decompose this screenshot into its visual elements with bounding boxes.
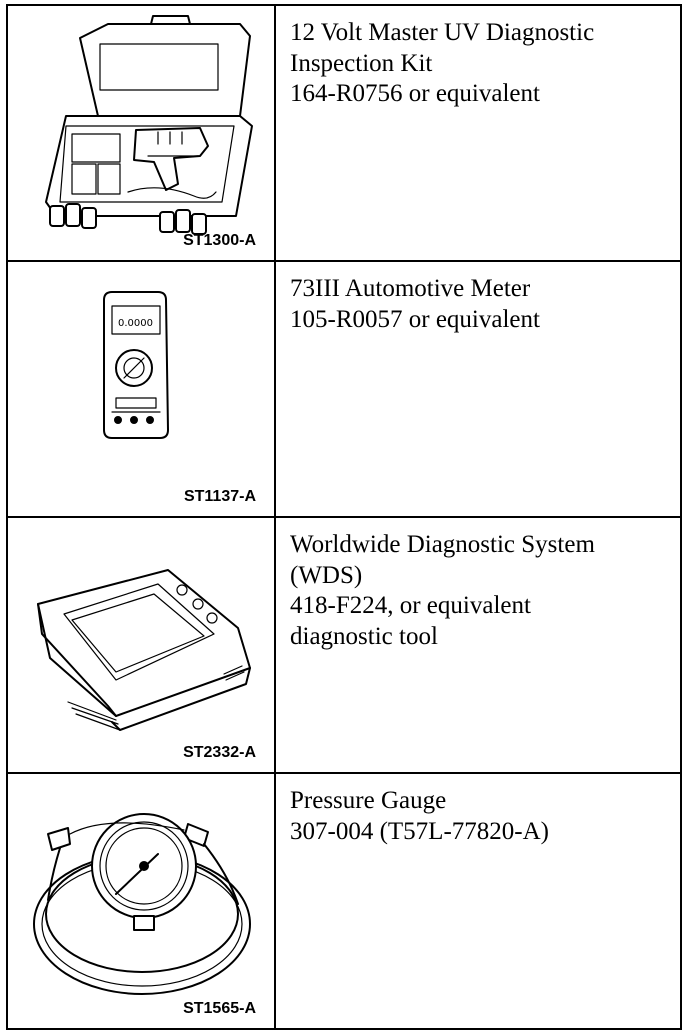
tool-name-line: Pressure Gauge	[290, 787, 447, 814]
tool-part-number: 418-F224, or equivalent	[290, 592, 531, 619]
automotive-meter-illustration: 0.0000	[103, 291, 169, 439]
tool-image-cell: ST1300-A	[8, 6, 276, 260]
diagnostic-system-illustration	[37, 569, 251, 731]
tool-image-cell: 0.0000 ST1137-A	[8, 262, 276, 516]
tool-row-meter: 0.0000 ST1137-A 73III Automotive Meter 1…	[8, 262, 680, 518]
tool-name-line: Worldwide Diagnostic System	[290, 531, 595, 558]
tool-description: 12 Volt Master UV Diagnostic Inspection …	[276, 6, 680, 260]
tool-image-cell: ST1565-A	[8, 774, 276, 1028]
tool-part-number: 105-R0057 or equivalent	[290, 305, 540, 333]
tool-description: 73III Automotive Meter 105-R0057 or equi…	[276, 262, 680, 516]
tool-row-uv-kit: ST1300-A 12 Volt Master UV Diagnostic In…	[8, 6, 680, 262]
illustration-code: ST1565-A	[183, 1000, 256, 1017]
tool-name-line: Inspection Kit	[290, 49, 433, 77]
tool-part-number: 307-004 (T57L-77820-A)	[290, 817, 549, 845]
svg-text:0.0000: 0.0000	[118, 318, 153, 329]
tool-description: Worldwide Diagnostic System (WDS) 418-F2…	[276, 518, 680, 772]
tool-row-pressure-gauge: ST1565-A Pressure Gauge 307-004 (T57L-77…	[8, 774, 680, 1028]
special-tools-table: ST1300-A 12 Volt Master UV Diagnostic In…	[6, 4, 682, 1030]
illustration-code: ST2332-A	[183, 744, 256, 761]
pressure-gauge-illustration	[33, 813, 251, 995]
tool-name-line: diagnostic tool	[290, 622, 438, 650]
tool-name-line: 12 Volt Master UV Diagnostic	[290, 19, 595, 46]
tool-name-line: (WDS)	[290, 561, 363, 589]
tool-name-line: 73III Automotive Meter	[290, 275, 531, 302]
tool-description: Pressure Gauge 307-004 (T57L-77820-A)	[276, 774, 680, 1028]
tool-image-cell: ST2332-A	[8, 518, 276, 772]
illustration-code: ST1137-A	[183, 488, 256, 505]
illustration-code: ST1300-A	[183, 232, 256, 249]
uv-diagnostic-kit-illustration	[45, 15, 253, 235]
tool-part-number: 164-R0756 or equivalent	[290, 80, 540, 107]
tool-row-wds: ST2332-A Worldwide Diagnostic System (WD…	[8, 518, 680, 774]
